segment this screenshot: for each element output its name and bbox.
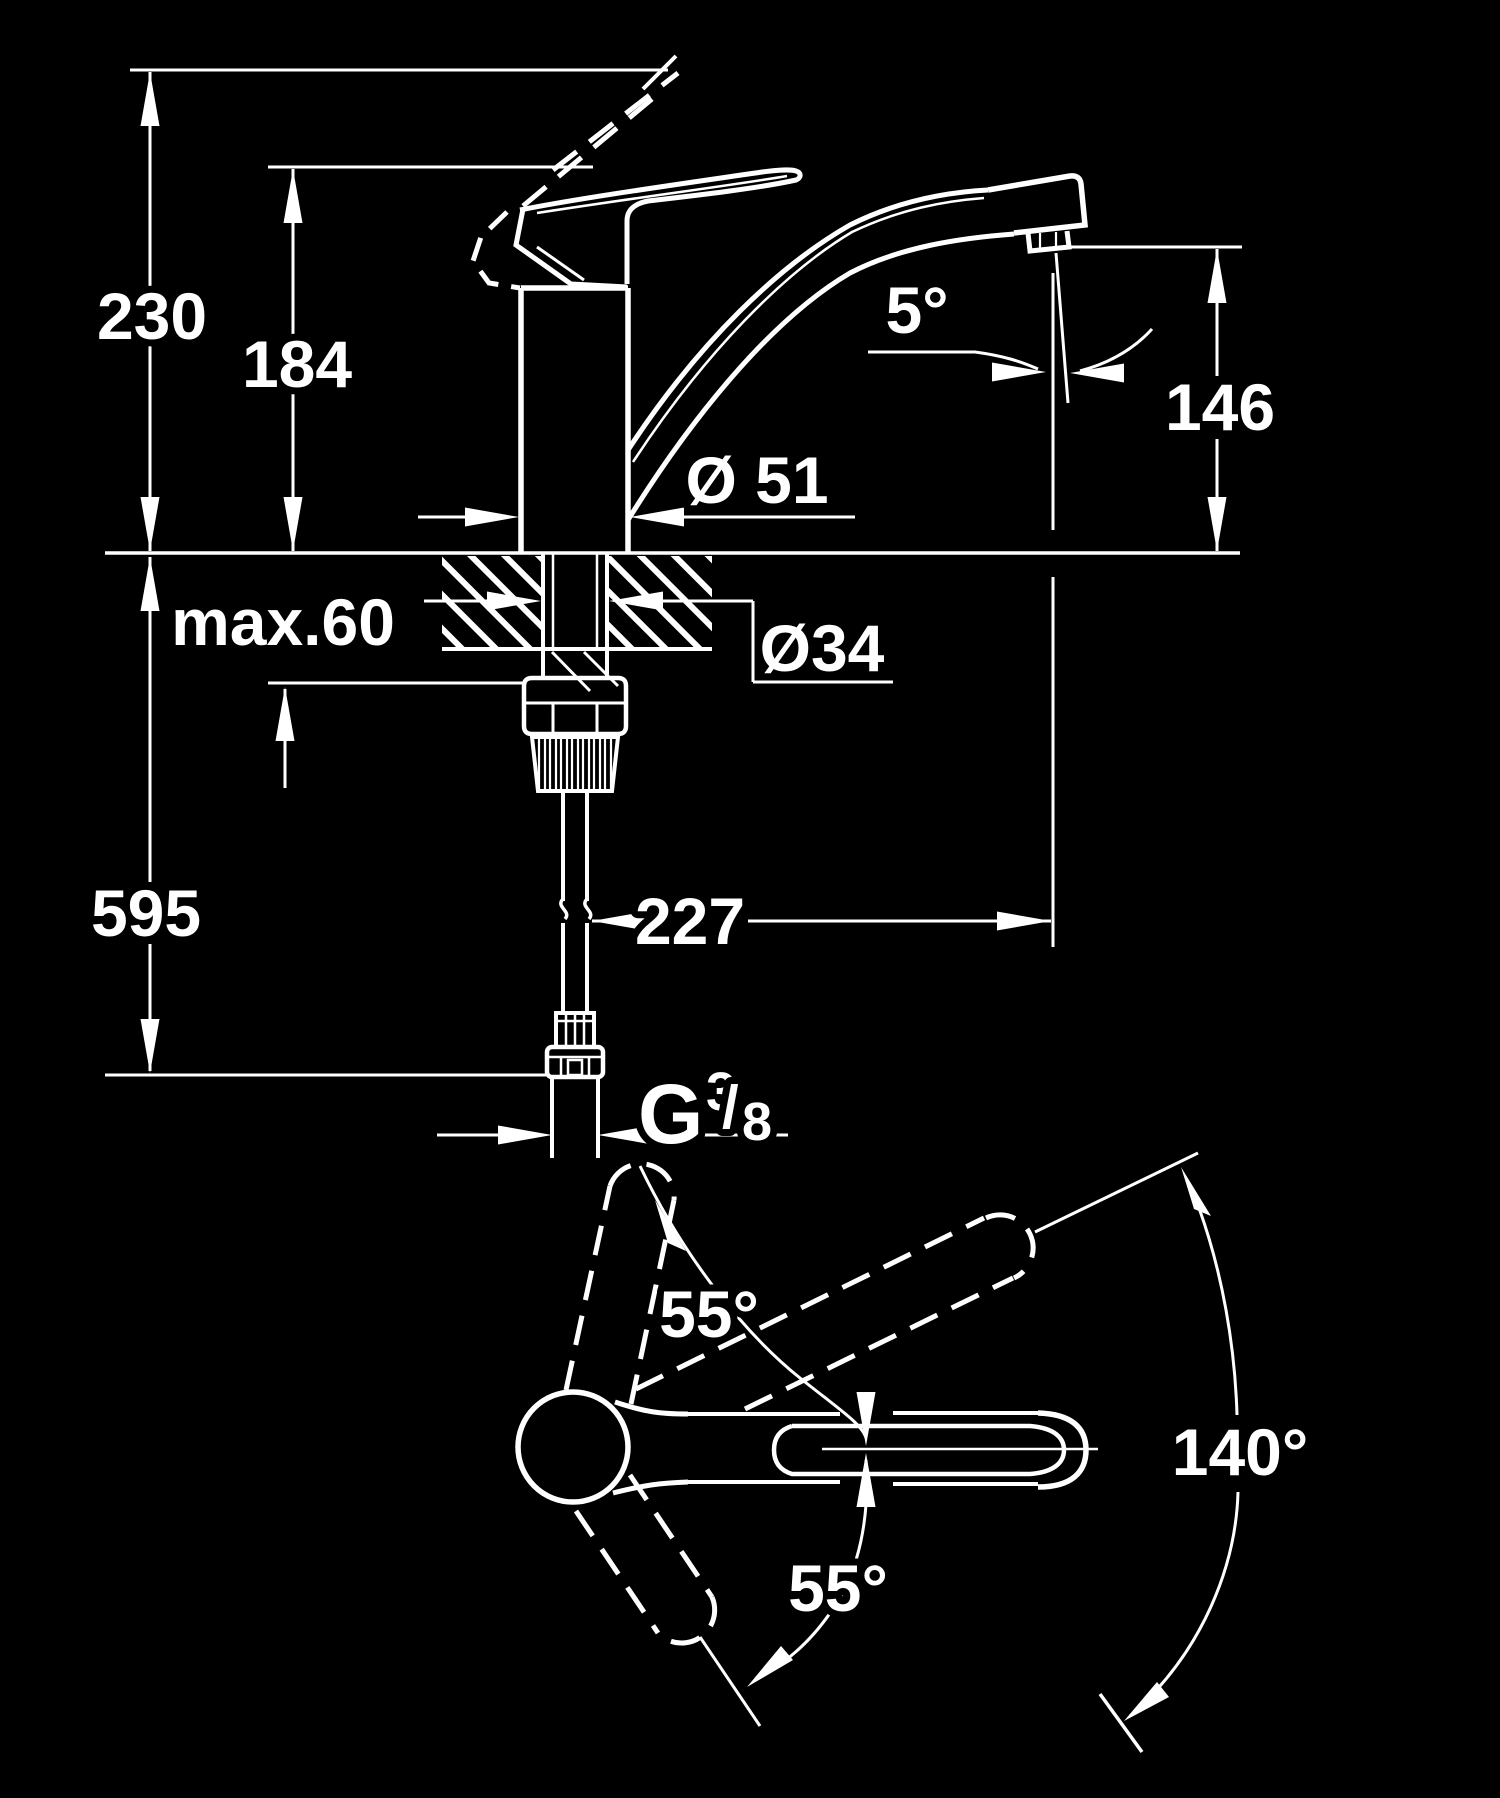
arrowhead <box>140 497 160 551</box>
connection-tail <box>550 1077 600 1158</box>
dim-label-230: 230 <box>97 279 207 353</box>
lever-blade-inner-line <box>536 174 788 215</box>
arrowhead <box>856 1392 876 1446</box>
ext-line-pos-right <box>1034 1151 1199 1234</box>
arrowhead <box>465 507 519 527</box>
arrowhead <box>1207 497 1227 551</box>
handle-pos-up-edges <box>563 1185 677 1405</box>
dim-label-595: 595 <box>91 876 201 950</box>
handle-inner-contour <box>771 1423 1067 1477</box>
arrowhead <box>992 362 1046 382</box>
spout-head <box>987 173 1089 236</box>
connector-nut-detail <box>547 1055 603 1077</box>
handle-neck <box>612 1399 689 1496</box>
arc-end-tick-140 <box>1098 1692 1144 1754</box>
dim-label-max60: max.60 <box>171 585 395 659</box>
body-top-view <box>515 1389 631 1505</box>
thread-label-slash: / <box>722 1074 739 1141</box>
top-view: 55° 55° 140° <box>515 1151 1315 1754</box>
handle-pos-down-tip <box>656 1596 718 1646</box>
fixing-bracket <box>521 675 629 737</box>
angle-label-140: 140° <box>1172 1415 1309 1489</box>
handle-pos-down-edges <box>573 1473 715 1635</box>
arrowhead <box>630 507 684 527</box>
thread-label-g: G <box>638 1067 703 1161</box>
shank-inner-walls <box>551 553 599 648</box>
angle-arc-5deg <box>1079 327 1154 373</box>
angle-label-55-lower: 55° <box>788 1551 888 1625</box>
spout-under-edge <box>625 231 1015 522</box>
arrowhead <box>655 1200 686 1251</box>
outlet-axis-5deg <box>1054 252 1070 404</box>
angle-label-5deg: 5° <box>885 273 948 347</box>
ext-line-pos-down <box>698 1636 762 1727</box>
thread-label-numerator: 3 <box>706 1062 736 1122</box>
cartridge-cap-facet <box>536 245 585 282</box>
arrowhead <box>1124 1682 1169 1721</box>
thread-label-denominator: 8 <box>742 1092 772 1152</box>
arrowhead <box>275 687 295 741</box>
arrowhead <box>598 1125 652 1145</box>
handle-pos-right-edges <box>634 1215 1015 1412</box>
arrowhead <box>283 497 303 551</box>
arrowhead <box>856 1453 876 1507</box>
spout-top-edge <box>625 187 989 452</box>
angle-arc-55-upper <box>638 1165 868 1439</box>
dim-label-146: 146 <box>1165 370 1275 444</box>
side-view: 230 184 595 max.60 Ø 51 Ø34 146 <box>84 54 1282 1168</box>
dim-line-dia34 <box>424 599 893 684</box>
dim-label-184: 184 <box>242 327 352 401</box>
arrowhead <box>1181 1167 1211 1216</box>
dim-label-227: 227 <box>635 884 745 958</box>
aerator-detail <box>1038 232 1058 249</box>
arrowhead <box>747 1646 793 1687</box>
fixing-nut-lines <box>524 701 626 734</box>
shank-walls <box>541 553 609 678</box>
clamp-wedge-lines <box>550 650 620 693</box>
arrowhead <box>283 169 303 223</box>
arrowhead <box>140 557 160 611</box>
arrowhead <box>140 1019 160 1073</box>
hose-collar-detail <box>556 1013 594 1047</box>
aerator-outlet <box>1025 230 1072 254</box>
cartridge-cap <box>513 208 628 290</box>
connector-nut <box>544 1044 606 1080</box>
arrowhead <box>592 911 646 931</box>
handle-pos-up-tip <box>607 1161 677 1201</box>
lever-raised-tip-tick <box>641 54 678 91</box>
arrowhead <box>498 1125 552 1145</box>
lever-raised-bottom-edge <box>521 97 654 208</box>
pipe-break-symbol <box>559 897 593 921</box>
arrowhead <box>487 591 541 611</box>
supply-pipe-upper <box>561 793 589 901</box>
dim-label-dia51: Ø 51 <box>685 443 828 517</box>
arrowhead <box>1207 249 1227 303</box>
arrowhead <box>140 72 160 126</box>
knurling <box>537 739 613 789</box>
handle-pos-right-tip <box>984 1212 1036 1281</box>
angle-label-55-upper: 55° <box>659 1277 759 1351</box>
dim-label-dia34: Ø34 <box>760 611 885 685</box>
arrowhead <box>609 591 663 611</box>
arrowhead <box>997 911 1051 931</box>
lever-raised-cap-dashes <box>470 210 521 291</box>
lever-raised-top-edge <box>551 71 680 172</box>
arrowhead <box>1070 363 1124 383</box>
lever-blade <box>519 167 803 284</box>
faucet-body <box>518 285 631 553</box>
spout-inner-line <box>631 196 985 463</box>
supply-pipe-lower <box>561 923 589 1013</box>
handle-edges <box>688 1411 1038 1486</box>
angle-leader-5deg <box>868 350 1039 371</box>
knurled-nut-outline <box>529 735 621 793</box>
